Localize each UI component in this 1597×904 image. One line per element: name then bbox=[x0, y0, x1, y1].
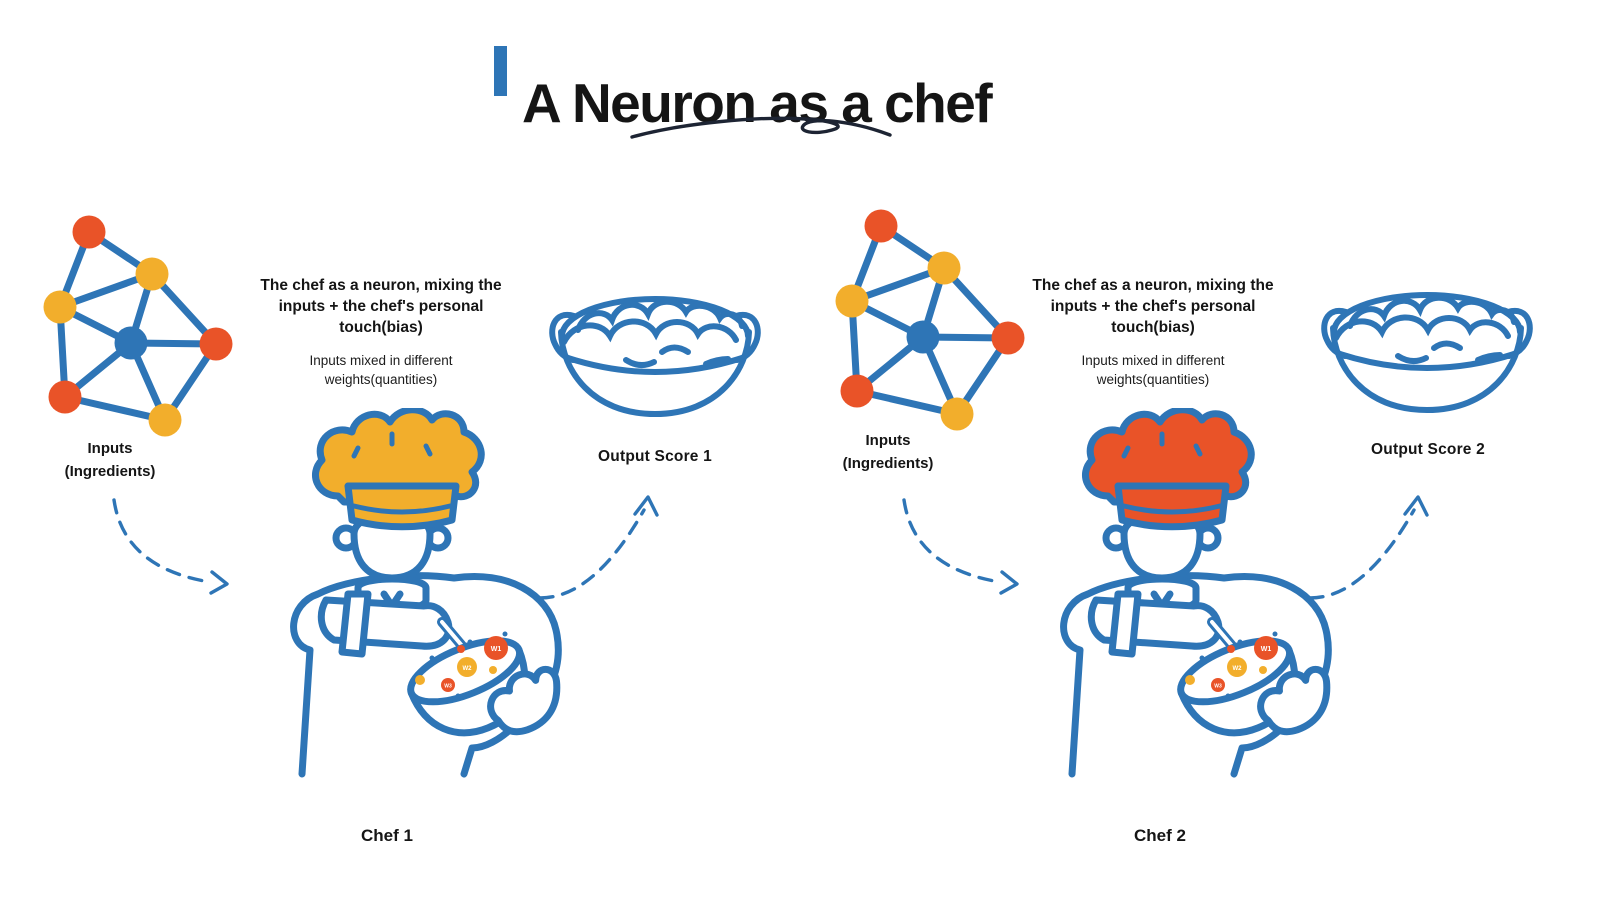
weight-label-w1: W1 bbox=[491, 646, 502, 653]
chef-illustration-2: W1 W2 W3 bbox=[1060, 408, 1332, 778]
inputs-label-line2: (Ingredients) bbox=[64, 462, 156, 480]
weight-label-w2: W2 bbox=[463, 666, 473, 672]
page-title: A Neuron as a chef bbox=[522, 71, 993, 134]
chef-hat bbox=[312, 408, 485, 506]
inputs-label-line1: Inputs bbox=[865, 432, 911, 449]
output-bowl-graphic bbox=[548, 274, 762, 432]
inputs-label: Inputs (Ingredients) bbox=[30, 438, 190, 483]
chef-sleeve-cuff bbox=[338, 590, 372, 658]
weight-dot-w2 bbox=[1227, 657, 1247, 677]
weight-dot-w1 bbox=[484, 636, 508, 660]
chef-name-label: Chef 1 bbox=[361, 826, 413, 845]
weight-dot-w2 bbox=[457, 657, 477, 677]
inputs-network-graphic bbox=[820, 196, 1032, 438]
chef-sleeve-cuff bbox=[1108, 590, 1142, 658]
output-flow-arrow bbox=[1302, 486, 1432, 604]
input-flow-arrow bbox=[892, 494, 1032, 600]
weight-label-w2: W2 bbox=[1233, 666, 1243, 672]
weights-note: Inputs mixed in different weights(quanti… bbox=[1081, 353, 1225, 387]
oven-mitt bbox=[487, 665, 561, 736]
inputs-network-graphic bbox=[28, 202, 240, 444]
inputs-label: Inputs (Ingredients) bbox=[808, 430, 968, 475]
title-accent-bar bbox=[494, 46, 507, 96]
weight-label-w3: W3 bbox=[444, 684, 452, 690]
title-underline-squiggle bbox=[630, 116, 892, 139]
output-score-label: Output Score 2 bbox=[1371, 441, 1485, 458]
chef-illustration-1: W1 W2 W3 bbox=[290, 408, 562, 778]
oven-mitt bbox=[1257, 665, 1331, 736]
weight-dot-w3 bbox=[1211, 678, 1225, 692]
output-bowl-graphic bbox=[1320, 270, 1534, 428]
chef-hat-band bbox=[344, 482, 460, 531]
neuron-description: The chef as a neuron, mixing the inputs … bbox=[1032, 277, 1274, 336]
weights-note: Inputs mixed in different weights(quanti… bbox=[309, 353, 453, 387]
output-flow-arrow bbox=[532, 486, 662, 604]
inputs-label-line2: (Ingredients) bbox=[842, 454, 934, 472]
inputs-label-line1: Inputs bbox=[87, 440, 133, 457]
chef-hat-band bbox=[1114, 482, 1230, 531]
weight-dot-w1 bbox=[1254, 636, 1278, 660]
weight-dot-w3 bbox=[441, 678, 455, 692]
neuron-description: The chef as a neuron, mixing the inputs … bbox=[260, 277, 502, 336]
chef-name-label: Chef 2 bbox=[1134, 826, 1186, 845]
weight-label-w3: W3 bbox=[1214, 684, 1222, 690]
input-flow-arrow bbox=[102, 494, 242, 600]
weight-label-w1: W1 bbox=[1261, 646, 1272, 653]
output-score-label: Output Score 1 bbox=[598, 448, 712, 465]
chef-hat bbox=[1082, 408, 1255, 506]
